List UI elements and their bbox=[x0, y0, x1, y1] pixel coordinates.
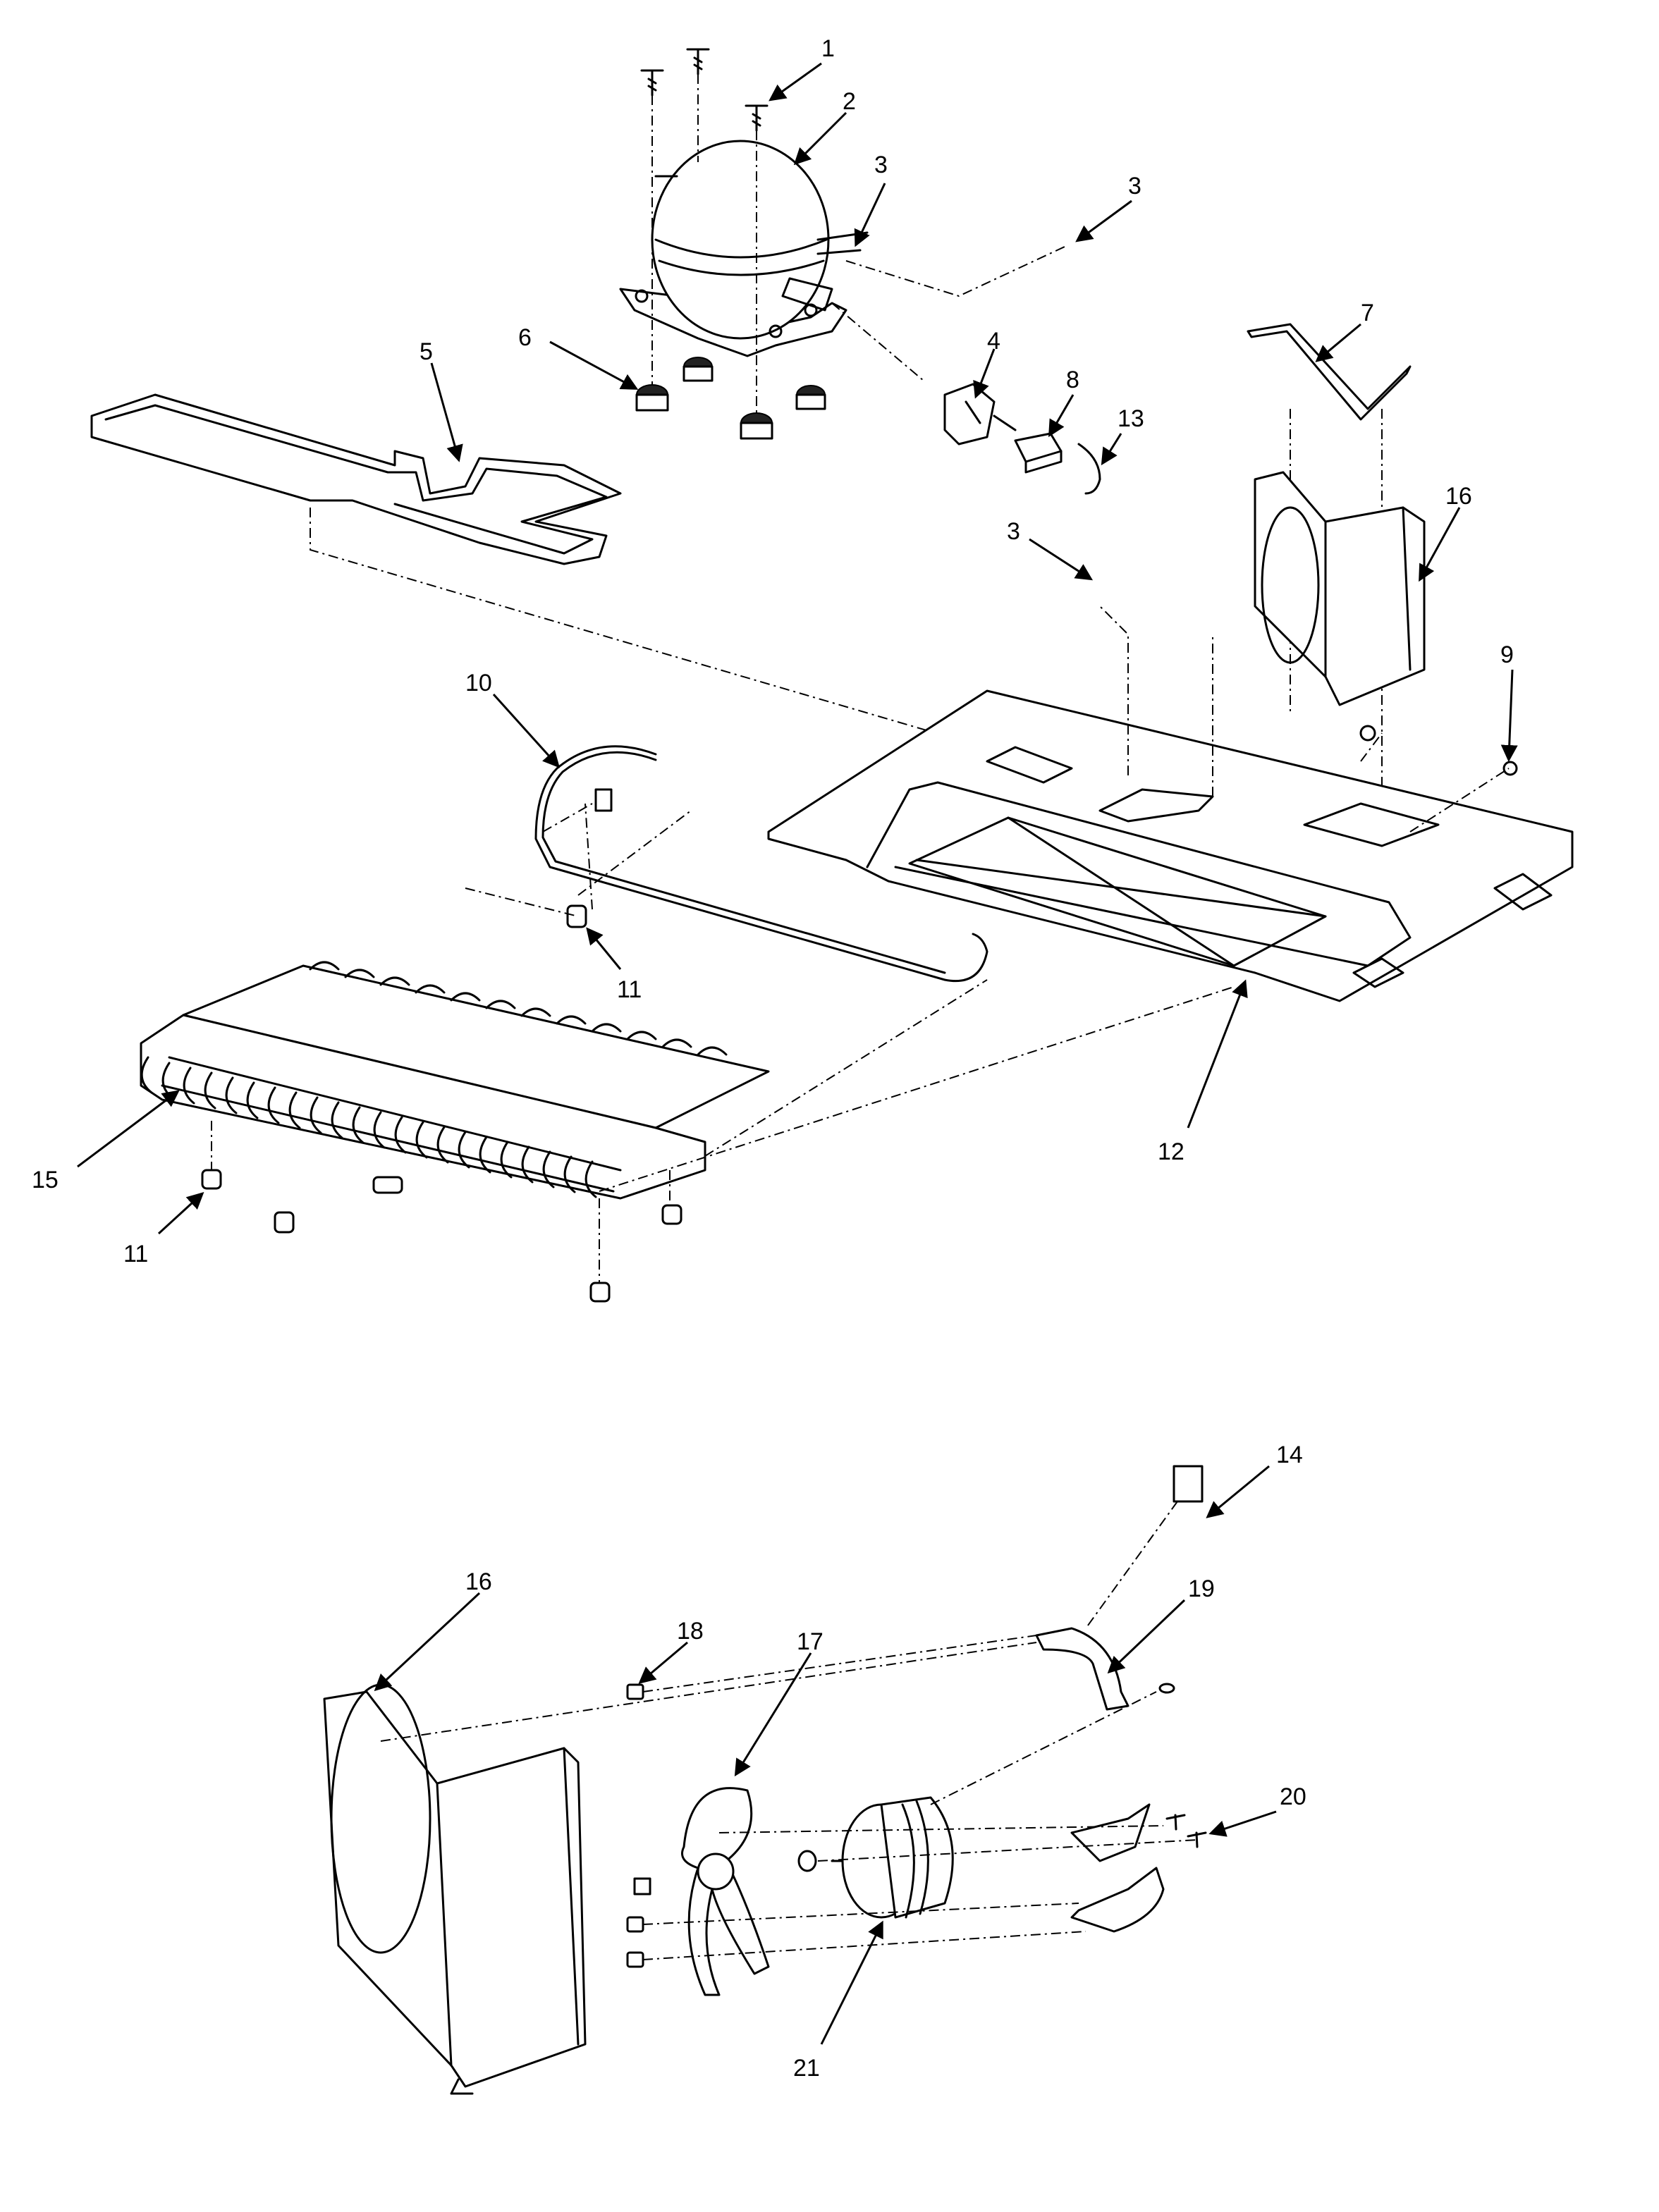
spacers bbox=[201, 904, 682, 1303]
svg-text:15: 15 bbox=[32, 1167, 59, 1193]
svg-text:14: 14 bbox=[1276, 1442, 1303, 1468]
fan-motor bbox=[831, 1796, 954, 1919]
relay-overload bbox=[943, 383, 1017, 446]
compressor bbox=[619, 140, 869, 357]
callout-21: 21 bbox=[793, 1920, 883, 2082]
base-pan bbox=[767, 689, 1574, 1002]
svg-text:10: 10 bbox=[465, 670, 492, 696]
svg-text:3: 3 bbox=[874, 152, 888, 178]
svg-text:8: 8 bbox=[1066, 367, 1079, 393]
condenser-coil bbox=[140, 961, 770, 1200]
svg-text:1: 1 bbox=[821, 35, 835, 62]
svg-text:17: 17 bbox=[797, 1628, 824, 1655]
shroud-gasket bbox=[1247, 323, 1412, 421]
motor-bracket-lower bbox=[1070, 1803, 1165, 1933]
callout-20: 20 bbox=[1208, 1783, 1306, 1837]
svg-text:4: 4 bbox=[987, 328, 1000, 355]
callout-17: 17 bbox=[734, 1628, 824, 1777]
callout-11b: 11 bbox=[123, 1191, 204, 1267]
compressor-screws bbox=[640, 48, 769, 416]
svg-text:3: 3 bbox=[1128, 173, 1141, 199]
svg-text:9: 9 bbox=[1500, 641, 1514, 668]
callout-14: 14 bbox=[1206, 1442, 1303, 1518]
condenser-tube bbox=[534, 745, 988, 983]
grommets bbox=[635, 357, 826, 440]
fan-shroud-upper bbox=[1254, 471, 1426, 706]
svg-text:16: 16 bbox=[465, 1568, 492, 1595]
callout-8: 8 bbox=[1048, 367, 1079, 438]
callout-3b: 3 bbox=[1075, 173, 1141, 242]
callout-2: 2 bbox=[793, 88, 856, 166]
capacitor bbox=[1014, 432, 1063, 474]
wire-harness bbox=[1077, 443, 1101, 495]
callout-3a: 3 bbox=[854, 152, 888, 247]
drain-pan bbox=[90, 393, 622, 565]
washer bbox=[797, 1850, 817, 1872]
callout-6: 6 bbox=[518, 324, 639, 390]
svg-text:12: 12 bbox=[1158, 1138, 1184, 1165]
svg-text:20: 20 bbox=[1280, 1783, 1306, 1810]
callout-1: 1 bbox=[769, 35, 835, 102]
fan-shroud-lower bbox=[323, 1683, 587, 2095]
callout-18: 18 bbox=[638, 1618, 704, 1684]
callout-7: 7 bbox=[1315, 300, 1374, 362]
callout-13: 13 bbox=[1101, 405, 1144, 466]
callout-9: 9 bbox=[1500, 641, 1518, 762]
callout-10: 10 bbox=[465, 670, 561, 768]
svg-text:13: 13 bbox=[1118, 405, 1144, 432]
callout-12: 12 bbox=[1158, 979, 1248, 1165]
motor-screws bbox=[1158, 1683, 1207, 1848]
svg-text:11: 11 bbox=[617, 976, 642, 1003]
callout-15: 15 bbox=[32, 1090, 180, 1193]
svg-text:16: 16 bbox=[1445, 483, 1472, 510]
callout-16-upper: 16 bbox=[1419, 483, 1472, 582]
filter-pad bbox=[1173, 1465, 1204, 1503]
nuts bbox=[626, 1683, 644, 1968]
svg-text:2: 2 bbox=[843, 88, 856, 115]
motor-bracket-upper bbox=[1035, 1627, 1130, 1711]
svg-text:18: 18 bbox=[677, 1618, 704, 1645]
svg-text:7: 7 bbox=[1361, 300, 1374, 326]
callout-11a: 11 bbox=[586, 927, 642, 1003]
svg-text:5: 5 bbox=[420, 338, 433, 365]
fan-blade bbox=[681, 1787, 770, 1996]
svg-text:6: 6 bbox=[518, 324, 532, 351]
callout-16-lower: 16 bbox=[374, 1568, 492, 1692]
svg-text:3: 3 bbox=[1007, 518, 1020, 545]
fan-clip bbox=[633, 1877, 651, 1895]
svg-text:19: 19 bbox=[1188, 1575, 1215, 1602]
svg-text:21: 21 bbox=[793, 2055, 820, 2082]
callout-19: 19 bbox=[1107, 1575, 1215, 1674]
callout-4: 4 bbox=[973, 328, 1000, 399]
svg-text:11: 11 bbox=[123, 1241, 148, 1267]
callout-3c: 3 bbox=[1007, 518, 1094, 581]
callout-5: 5 bbox=[420, 338, 463, 462]
